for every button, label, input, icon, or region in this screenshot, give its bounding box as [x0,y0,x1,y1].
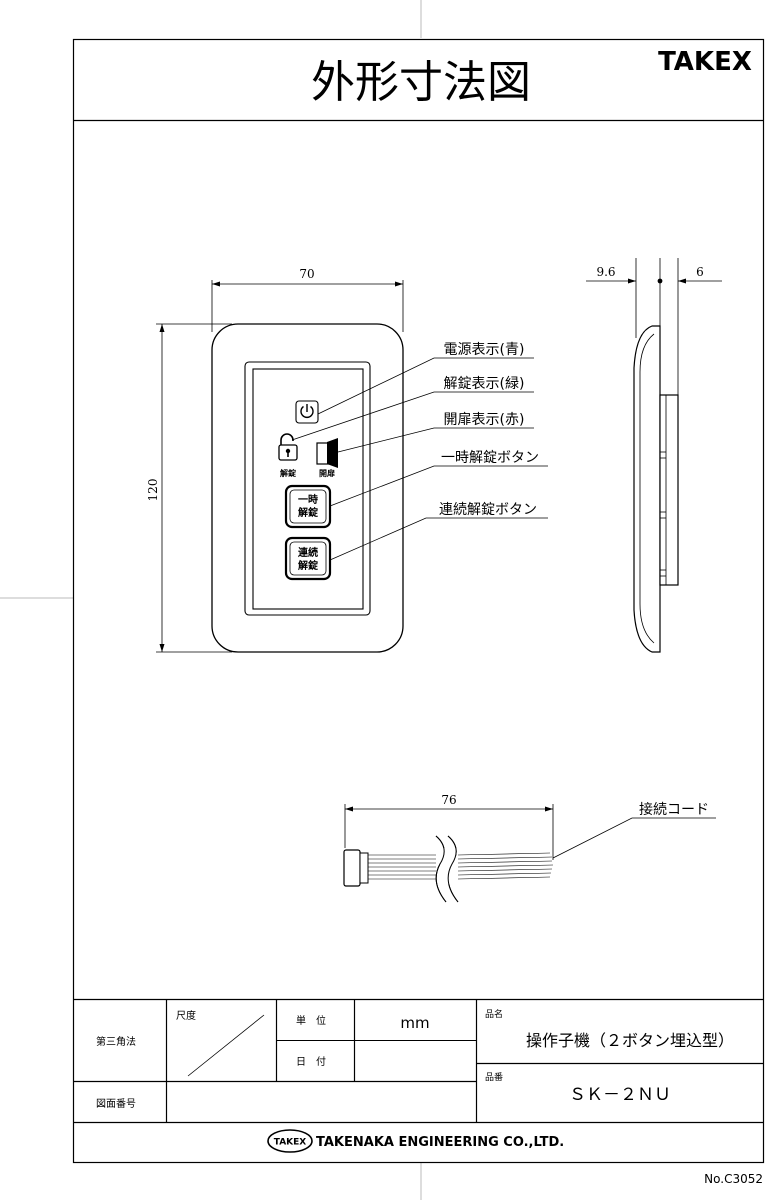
cable-view: 76 接続コード [343,793,716,903]
unlock-icon-label: 解錠 [280,468,297,478]
cable-label: 接続コード [639,801,709,818]
side-view: 9.6 6 [586,258,722,653]
title-block: 第三角法 尺度 単 位 mm 日 付 品名 操作子機（２ボタン埋込型） 品番 Ｓ… [73,998,764,1153]
company-name: TAKENAKA ENGINEERING CO.,LTD. [316,1135,564,1150]
company-logo-text: TAKEX [274,1138,307,1148]
cable-connector [343,849,361,887]
power-icon [295,400,319,424]
company-logo: TAKEX [267,1129,313,1153]
registration-marks [0,0,422,1200]
scale-label: 尺度 [176,1009,196,1022]
door-icon-label: 開扉 [319,468,335,478]
side-profile-body [659,394,679,586]
date-label: 日 付 [296,1055,326,1068]
side-profile-plate [633,325,661,653]
outer-frame [72,38,765,1164]
callout-door-indicator: 開扉表示(赤) [444,412,525,428]
unit-label: 単 位 [296,1014,326,1027]
product-code: ＳＫ－２ＮＵ [569,1085,671,1105]
side-dimension-right: 6 [696,265,704,279]
continuous-unlock-label-line2: 解錠 [298,559,318,572]
cable-length-dimension: 76 [441,793,456,807]
projection-method: 第三角法 [96,1035,136,1048]
callout-continuous-unlock-button: 連続解錠ボタン [439,501,537,518]
temporary-unlock-label-line2: 解錠 [298,506,318,519]
scale-na-slash [187,1014,265,1077]
product-name: 操作子機（２ボタン埋込型） [526,1031,734,1050]
cable-wires [368,852,554,880]
product-code-label: 品番 [485,1071,503,1083]
callout-power-indicator: 電源表示(青) [444,342,525,358]
callout-unlock-indicator: 解錠表示(緑) [444,376,525,392]
callout-leaders [291,357,548,561]
brand-logo: TAKEX [658,47,752,77]
width-dimension: 70 [299,267,314,281]
side-dimension-left: 9.6 [596,265,615,279]
page-title: 外形寸法図 [311,57,531,108]
front-view: 70 120 解錠 開扉 [146,267,548,653]
temporary-unlock-button[interactable]: 一時 解錠 [284,484,332,529]
product-name-label: 品名 [485,1008,503,1020]
drawing-number: No.C3052 [704,1172,763,1186]
temporary-unlock-label-line1: 一時 [298,493,318,506]
unit-value: mm [400,1014,429,1032]
door-icon [316,438,338,468]
callout-temporary-unlock-button: 一時解錠ボタン [441,450,539,466]
continuous-unlock-label-line1: 連続 [298,546,318,559]
height-dimension: 120 [146,479,160,502]
drawing-number-label: 図面番号 [96,1098,136,1110]
continuous-unlock-button[interactable]: 連続 解錠 [284,536,332,581]
